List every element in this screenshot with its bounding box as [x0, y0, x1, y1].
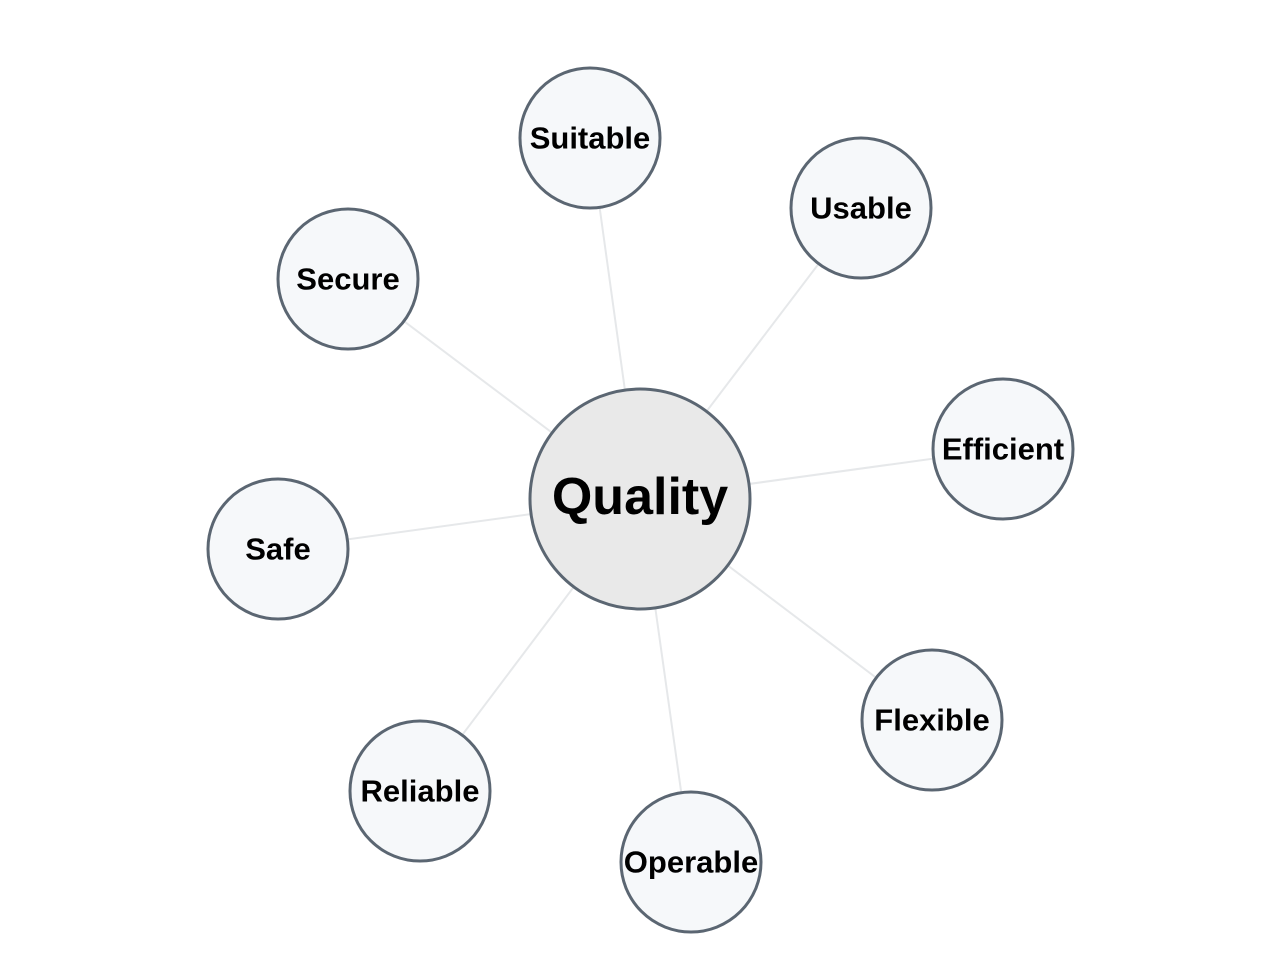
node-suitable-circle	[518, 66, 662, 210]
node-safe-label: Safe	[245, 532, 310, 567]
node-usable: Usable	[789, 136, 933, 280]
node-suitable: Suitable	[518, 66, 662, 210]
node-secure-circle	[276, 207, 420, 351]
node-safe: Safe	[206, 477, 350, 621]
node-suitable-label: Suitable	[530, 121, 651, 156]
node-reliable: Reliable	[348, 719, 492, 863]
node-reliable-circle	[348, 719, 492, 863]
node-efficient-label: Efficient	[942, 432, 1064, 467]
node-flexible-label: Flexible	[874, 703, 989, 738]
node-secure-label: Secure	[296, 262, 399, 297]
node-operable-circle	[619, 790, 763, 934]
center-circle	[528, 387, 752, 611]
center-label: Quality	[552, 468, 728, 526]
node-operable-label: Operable	[624, 845, 758, 880]
node-safe-circle	[206, 477, 350, 621]
node-usable-circle	[789, 136, 933, 280]
node-usable-label: Usable	[810, 191, 912, 226]
node-efficient-circle	[931, 377, 1075, 521]
node-center: Quality	[528, 387, 752, 611]
node-secure: Secure	[276, 207, 420, 351]
node-flexible-circle	[860, 648, 1004, 792]
node-efficient: Efficient	[931, 377, 1075, 521]
node-operable: Operable	[619, 790, 763, 934]
node-flexible: Flexible	[860, 648, 1004, 792]
node-reliable-label: Reliable	[361, 774, 480, 809]
